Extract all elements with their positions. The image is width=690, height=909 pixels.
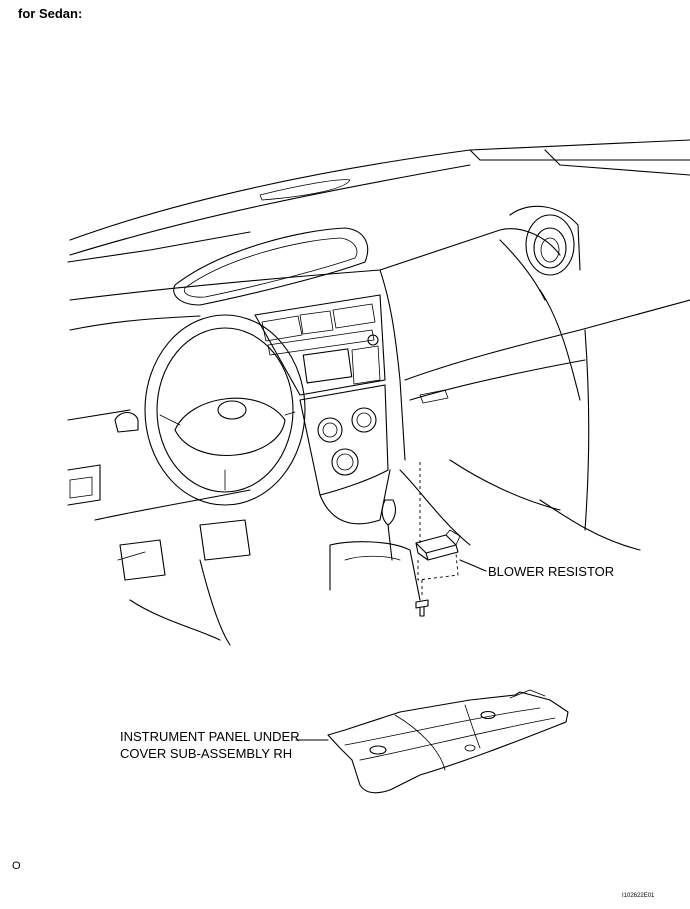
- center-stack: [254, 294, 391, 525]
- blower-resistor-label: BLOWER RESISTOR: [488, 564, 615, 579]
- floor-and-pedals: [117, 459, 641, 646]
- under-cover-label: INSTRUMENT PANEL UNDER COVER SUB-ASSEMBL…: [120, 728, 320, 762]
- shift-console: [329, 499, 421, 601]
- screw-part: [415, 599, 429, 617]
- air-vent-right: [509, 205, 581, 276]
- corner-mark: O: [12, 860, 21, 872]
- dash-body: [67, 228, 690, 531]
- steering-wheel: [114, 314, 306, 506]
- under-cover-part: [295, 689, 569, 794]
- figure-code: I102622E01: [622, 893, 655, 899]
- dash-top-outline: [67, 139, 690, 263]
- under-cover-label-line2: COVER SUB-ASSEMBLY RH: [120, 746, 293, 761]
- under-cover-label-line1: INSTRUMENT PANEL UNDER: [120, 729, 300, 744]
- instrument-cluster-hood: [173, 227, 369, 306]
- blower-resistor-part: [415, 462, 487, 598]
- diagram-heading: for Sedan:: [18, 6, 83, 21]
